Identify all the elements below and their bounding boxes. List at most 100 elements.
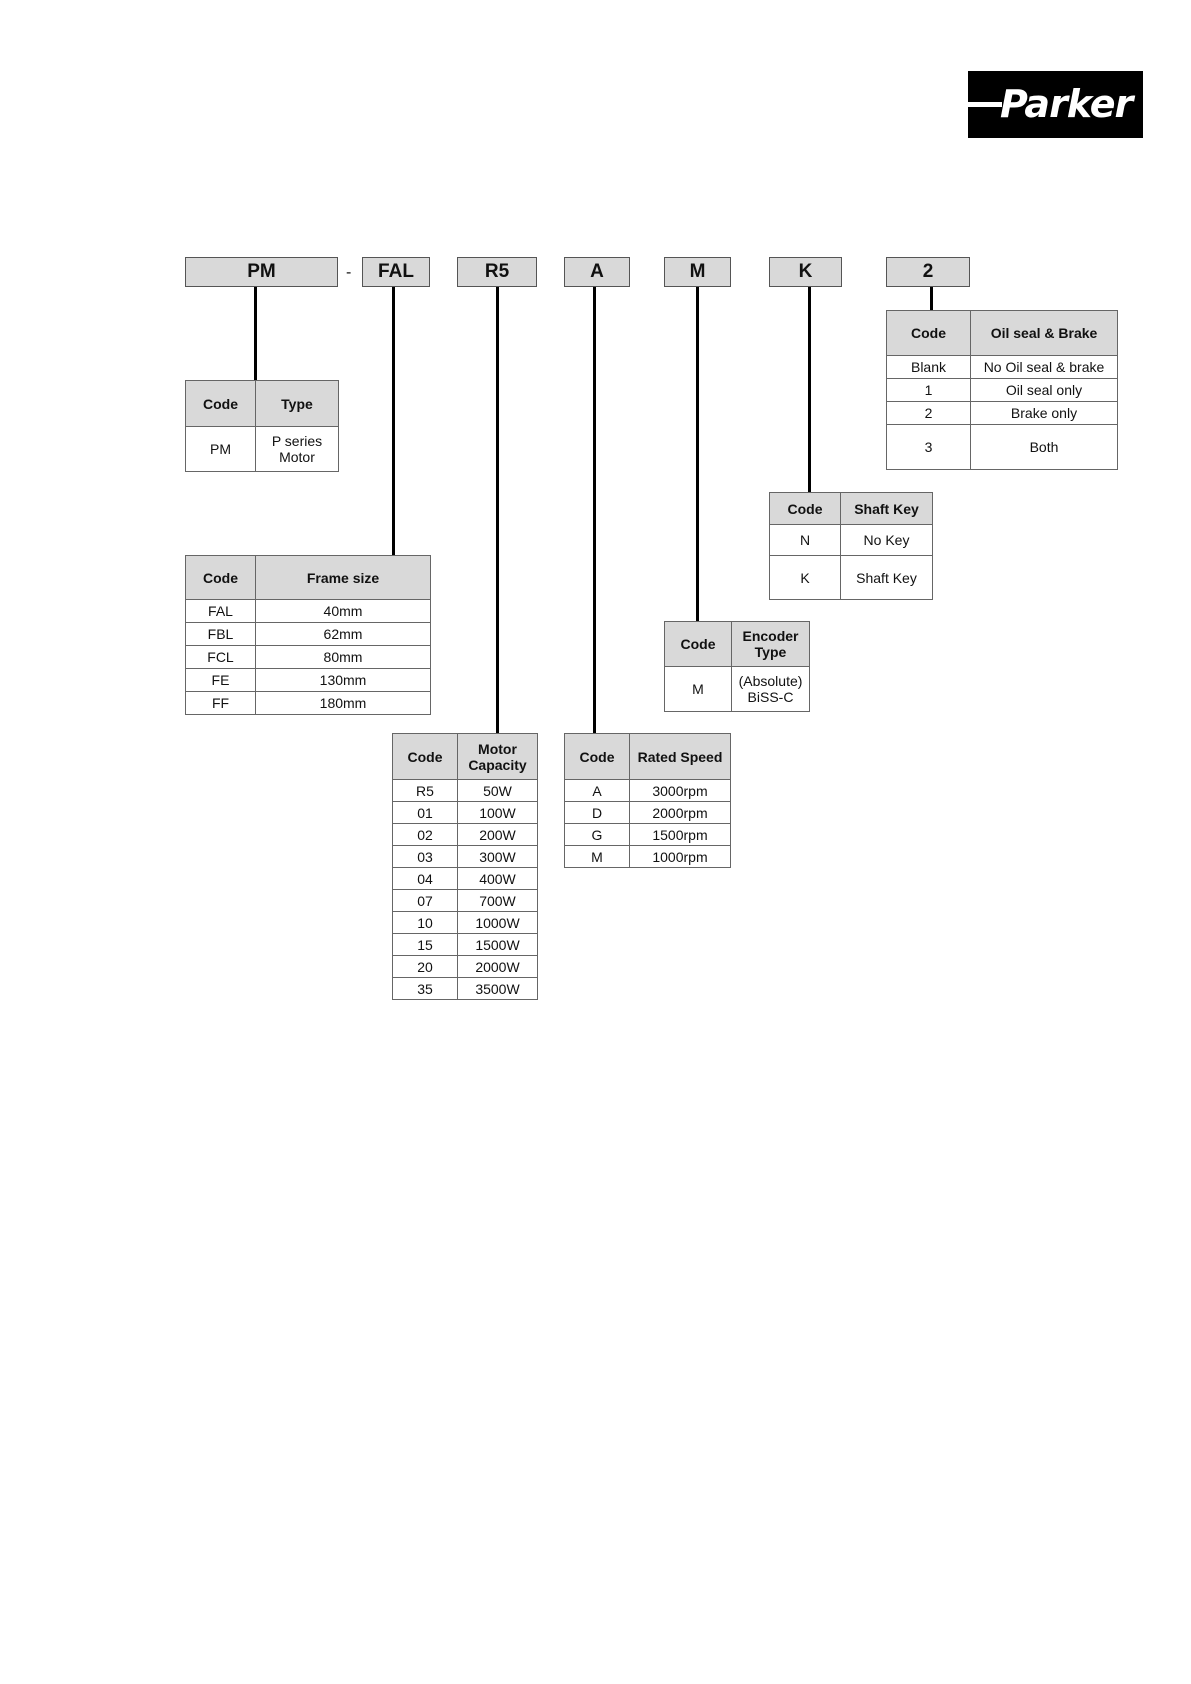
capacity-cell-code: 20: [392, 955, 458, 978]
speed-cell-code: A: [564, 779, 630, 802]
shaft-cell-code: N: [769, 524, 841, 556]
capacity-cell-value: 400W: [457, 867, 538, 890]
frame-cell-size: 80mm: [255, 645, 431, 669]
table-row: FF 180mm: [185, 691, 431, 715]
table-row: R5 50W: [392, 779, 538, 802]
capacity-cell-value: 2000W: [457, 955, 538, 978]
capacity-header-code: Code: [392, 733, 458, 780]
table-row: 07 700W: [392, 889, 538, 912]
code-box-r5: R5: [457, 257, 537, 287]
connector-m: [696, 287, 699, 622]
table-row: 15 1500W: [392, 933, 538, 956]
speed-cell-value: 1000rpm: [629, 845, 731, 868]
table-row: D 2000rpm: [564, 801, 731, 824]
table-row: 20 2000W: [392, 955, 538, 978]
speed-cell-value: 3000rpm: [629, 779, 731, 802]
frame-cell-size: 40mm: [255, 599, 431, 623]
oil-cell-code: 1: [886, 378, 971, 402]
capacity-cell-value: 1000W: [457, 911, 538, 934]
oil-cell-value: Both: [970, 424, 1118, 470]
code-box-2: 2: [886, 257, 970, 287]
table-row: 10 1000W: [392, 911, 538, 934]
frame-header-code: Code: [185, 555, 256, 600]
code-separator: -: [346, 264, 352, 281]
shaft-cell-value: No Key: [840, 524, 933, 556]
frame-cell-code: FAL: [185, 599, 256, 623]
capacity-cell-code: 01: [392, 801, 458, 824]
frame-cell-code: FCL: [185, 645, 256, 669]
code-box-a: A: [564, 257, 630, 287]
capacity-cell-code: 10: [392, 911, 458, 934]
encoder-cell-value: (Absolute) BiSS-C: [731, 666, 810, 712]
type-header-type: Type: [255, 380, 339, 427]
connector-2: [930, 287, 933, 311]
parker-logo: Parker: [968, 71, 1143, 138]
encoder-cell-code: M: [664, 666, 732, 712]
table-row: 35 3500W: [392, 977, 538, 1000]
connector-a: [593, 287, 596, 733]
table-row: A 3000rpm: [564, 779, 731, 802]
frame-cell-size: 180mm: [255, 691, 431, 715]
frame-cell-size: 62mm: [255, 622, 431, 646]
encoder-header-code: Code: [664, 621, 732, 667]
capacity-cell-value: 700W: [457, 889, 538, 912]
frame-cell-code: FE: [185, 668, 256, 692]
table-row: 02 200W: [392, 823, 538, 846]
capacity-cell-value: 100W: [457, 801, 538, 824]
capacity-cell-code: 04: [392, 867, 458, 890]
shaft-header-code: Code: [769, 492, 841, 525]
table-row: FAL 40mm: [185, 599, 431, 623]
logo-stripe: [968, 102, 1002, 107]
frame-cell-code: FBL: [185, 622, 256, 646]
connector-fal: [392, 287, 395, 555]
table-row: FCL 80mm: [185, 645, 431, 669]
speed-cell-code: G: [564, 823, 630, 846]
frame-cell-code: FF: [185, 691, 256, 715]
oil-cell-code: 3: [886, 424, 971, 470]
oil-cell-code: 2: [886, 401, 971, 425]
capacity-cell-code: 15: [392, 933, 458, 956]
table-row: K Shaft Key: [769, 555, 933, 600]
code-box-m: M: [664, 257, 731, 287]
table-row: 2 Brake only: [886, 401, 1118, 425]
capacity-cell-value: 1500W: [457, 933, 538, 956]
motor-capacity-table: Code Motor Capacity R5 50W 01 100W 02 20…: [392, 733, 538, 1000]
code-box-fal: FAL: [362, 257, 430, 287]
oil-cell-value: Oil seal only: [970, 378, 1118, 402]
speed-cell-value: 1500rpm: [629, 823, 731, 846]
table-row: PM P series Motor: [185, 426, 339, 472]
oil-seal-brake-table: Code Oil seal & Brake Blank No Oil seal …: [886, 310, 1118, 470]
connector-r5: [496, 287, 499, 733]
table-row: M 1000rpm: [564, 845, 731, 868]
rated-speed-table: Code Rated Speed A 3000rpm D 2000rpm G 1…: [564, 733, 731, 868]
shaft-cell-value: Shaft Key: [840, 555, 933, 600]
oil-header-option: Oil seal & Brake: [970, 310, 1118, 356]
shaft-key-table: Code Shaft Key N No Key K Shaft Key: [769, 492, 933, 600]
table-row: 04 400W: [392, 867, 538, 890]
table-row: FBL 62mm: [185, 622, 431, 646]
capacity-cell-code: 35: [392, 977, 458, 1000]
speed-header-speed: Rated Speed: [629, 733, 731, 780]
table-row: 3 Both: [886, 424, 1118, 470]
type-table: Code Type PM P series Motor: [185, 380, 339, 472]
table-row: 03 300W: [392, 845, 538, 868]
capacity-cell-code: 03: [392, 845, 458, 868]
shaft-header-key: Shaft Key: [840, 492, 933, 525]
capacity-cell-value: 50W: [457, 779, 538, 802]
shaft-cell-code: K: [769, 555, 841, 600]
capacity-cell-value: 300W: [457, 845, 538, 868]
connector-k: [808, 287, 811, 493]
oil-cell-code: Blank: [886, 355, 971, 379]
table-row: N No Key: [769, 524, 933, 556]
speed-cell-code: M: [564, 845, 630, 868]
type-cell-value: P series Motor: [255, 426, 339, 472]
encoder-header-type: Encoder Type: [731, 621, 810, 667]
oil-header-code: Code: [886, 310, 971, 356]
capacity-cell-value: 3500W: [457, 977, 538, 1000]
capacity-cell-code: 02: [392, 823, 458, 846]
speed-header-code: Code: [564, 733, 630, 780]
capacity-cell-code: R5: [392, 779, 458, 802]
frame-header-size: Frame size: [255, 555, 431, 600]
type-cell-code: PM: [185, 426, 256, 472]
logo-wordmark: Parker: [1000, 82, 1133, 126]
